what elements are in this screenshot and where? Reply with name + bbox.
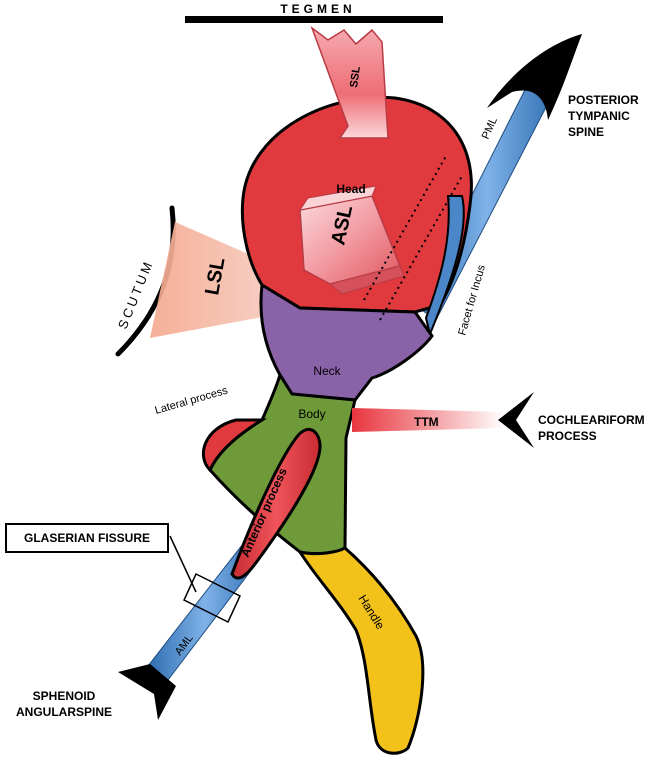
posterior-tympanic-spine-shape xyxy=(487,34,582,120)
pml-label: PML xyxy=(480,116,500,142)
cochleariform-process-line1: COCHLEARIFORM xyxy=(538,413,645,427)
glaserian-fissure-box xyxy=(5,523,169,553)
tegmen-label: TEGMEN xyxy=(280,2,355,16)
facet-for-incus-label: Facet for Incus xyxy=(456,263,488,337)
ssl-label: SSL xyxy=(348,65,363,88)
posterior-tympanic-spine-line2: TYMPANIC xyxy=(568,109,630,123)
sphenoid-spine-line1: SPHENOID xyxy=(33,689,96,703)
facet-for-incus xyxy=(424,195,465,338)
anterior-process xyxy=(230,428,322,580)
axis-dotted-line-2 xyxy=(363,155,447,301)
body-label: Body xyxy=(298,407,325,421)
glaserian-fissure-label: GLASERIAN FISSURE xyxy=(24,531,150,545)
lateral-process-label: Lateral process xyxy=(154,384,230,416)
cochleariform-process-line2: PROCESS xyxy=(538,429,597,443)
posterior-tympanic-spine-line3: SPINE xyxy=(568,125,604,139)
glaserian-fissure-marker xyxy=(183,572,241,624)
malleus-handle xyxy=(296,546,425,755)
tegmen-bar xyxy=(185,16,443,23)
sphenoid-spine-line2: ANGULARSPINE xyxy=(16,705,112,719)
lsl-ligament xyxy=(150,222,268,338)
lateral-process xyxy=(201,418,268,473)
axis-dotted-line-1 xyxy=(379,175,463,321)
sphenoid-spine-shape xyxy=(118,664,176,720)
asl-ligament xyxy=(298,185,405,295)
ssl-ligament xyxy=(310,25,389,139)
scutum-label: SCUTUM xyxy=(115,257,156,331)
malleus-neck xyxy=(259,282,434,402)
head-label: Head xyxy=(336,182,365,196)
neck-label: Neck xyxy=(313,364,341,378)
cochleariform-process-shape xyxy=(498,392,534,448)
posterior-tympanic-spine-line1: POSTERIOR xyxy=(568,93,639,107)
ttm-tendon xyxy=(352,408,504,432)
ttm-label: TTM xyxy=(414,415,439,429)
